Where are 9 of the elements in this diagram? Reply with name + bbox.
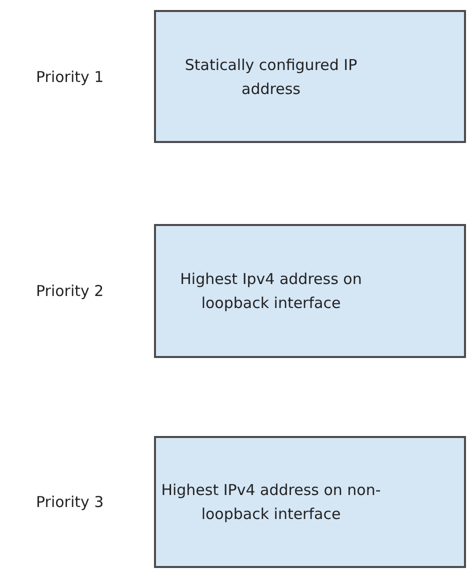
- box-text: Highest IPv4 address on non-loopback interface: [161, 480, 381, 525]
- priority-label: Priority 3: [36, 492, 104, 512]
- priority-label: Priority 1: [36, 66, 104, 86]
- process-box: [154, 10, 466, 143]
- box-text: Highest Ipv4 address on loopback interface: [179, 269, 363, 314]
- box-text: Statically configured IP address: [184, 54, 358, 100]
- priority-label: Priority 2: [36, 281, 104, 301]
- process-box: [154, 436, 466, 568]
- process-box: [154, 224, 466, 358]
